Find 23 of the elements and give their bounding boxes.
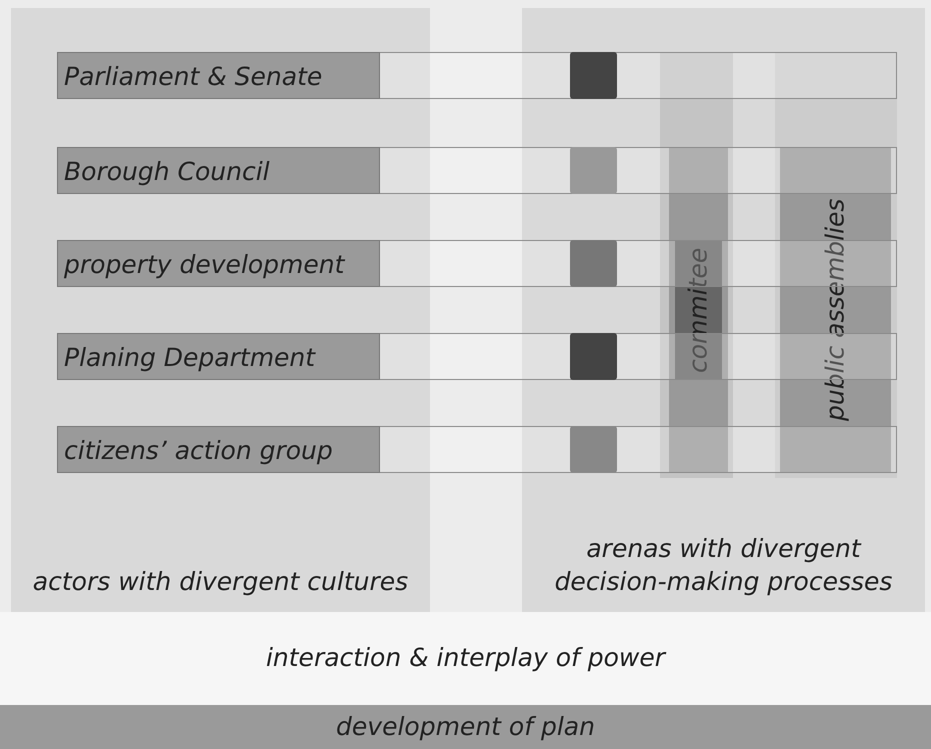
square-marker [570, 147, 617, 194]
actor-label: citizens’ action group [57, 426, 380, 473]
row-strip [57, 147, 897, 194]
arena-column [669, 147, 728, 472]
actor-label: property development [57, 240, 380, 287]
square-marker [570, 240, 617, 287]
band: interaction & interplay of power [0, 612, 931, 705]
actor-label: Parliament & Senate [57, 52, 380, 99]
panel-caption: actors with divergent cultures [32, 566, 410, 598]
band: development of plan [0, 705, 931, 749]
panel-caption: arenas with divergent decision-making processes [554, 533, 894, 598]
arena-column [660, 52, 733, 478]
arena-label: public assemblies [780, 147, 891, 472]
square-marker [570, 426, 617, 473]
arena-column [775, 52, 897, 478]
panel-background [522, 8, 925, 612]
square-marker [570, 52, 617, 99]
actor-label: Borough Council [57, 147, 380, 194]
square-marker [570, 333, 617, 380]
row-strip [57, 52, 897, 99]
actor-label: Planing Department [57, 333, 380, 380]
arena-label: commitee [675, 240, 722, 380]
row-strip [57, 426, 897, 473]
